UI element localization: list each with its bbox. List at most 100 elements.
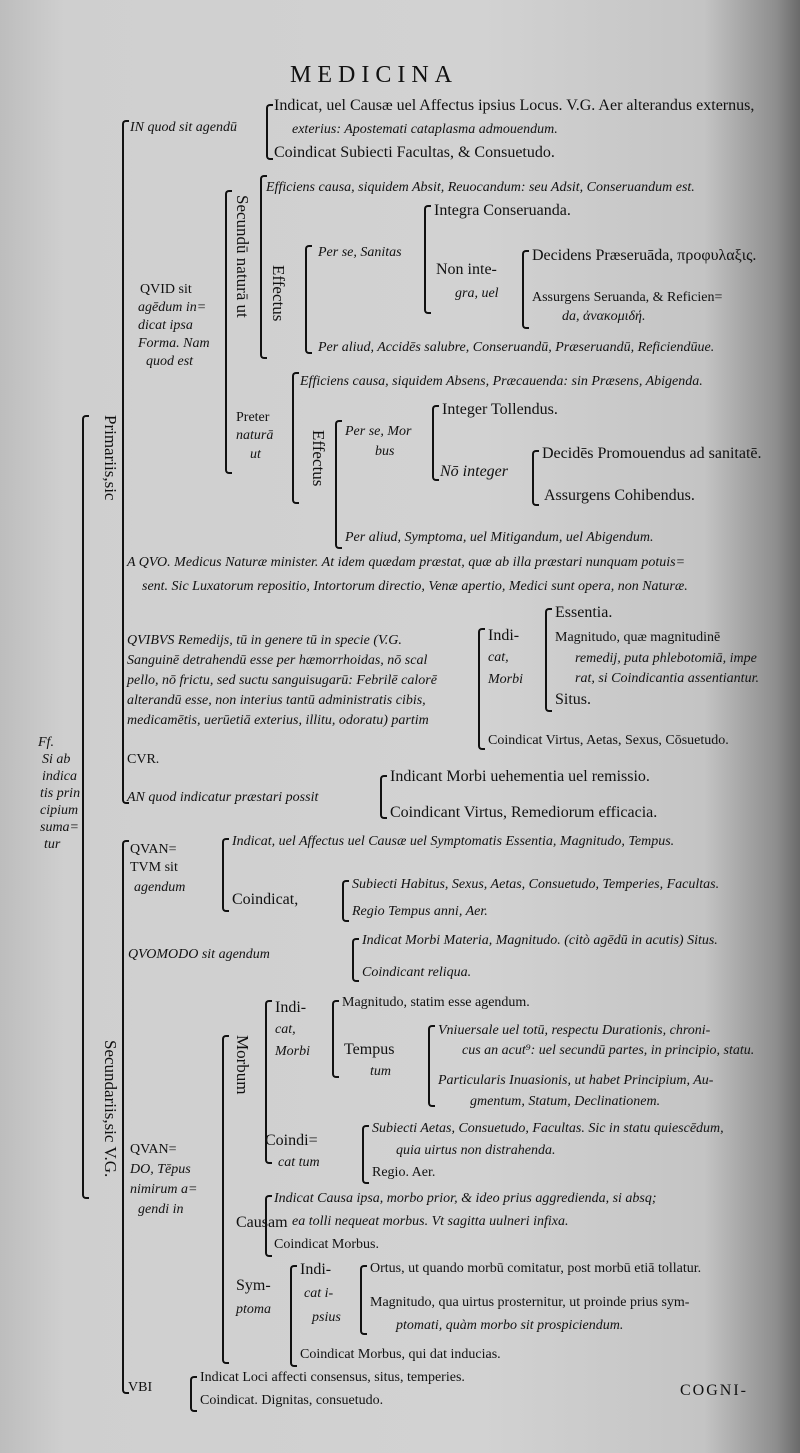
text-line: DO, Tēpus — [130, 1162, 191, 1177]
text-line: Decidēs Promouendus ad sanitatē. — [542, 445, 762, 462]
text-line: ea tolli nequeat morbus. Vt sagitta uuln… — [292, 1214, 569, 1229]
brace — [290, 1265, 297, 1367]
text-line: QVOMODO sit agendum — [128, 947, 270, 962]
text-line: Morbi — [488, 672, 523, 687]
brace — [545, 608, 552, 712]
text-line: remedij, puta phlebotomiā, impe — [575, 651, 757, 666]
text-line: QVAN= — [130, 1142, 177, 1157]
text-line: Magnitudo, qua uirtus prosternitur, ut p… — [370, 1295, 690, 1310]
brace — [222, 838, 229, 912]
text-line: cat tum — [278, 1155, 320, 1170]
text-line: Non inte- — [436, 261, 497, 278]
text-line: agendum — [134, 880, 186, 895]
margin-note: Ff. — [38, 735, 54, 750]
brace — [335, 420, 342, 549]
text-line: Vniuersale uel totū, respectu Durationis… — [438, 1023, 711, 1038]
text-line: tum — [370, 1064, 391, 1079]
text-line: Morbi — [275, 1044, 310, 1059]
brace — [265, 1195, 272, 1257]
text-line: Regio Tempus anni, Aer. — [352, 904, 488, 919]
text-line: ptoma — [236, 1302, 271, 1317]
text-line: Subiecti Aetas, Consuetudo, Facultas. Si… — [372, 1121, 724, 1136]
text-line: cat, — [275, 1022, 296, 1037]
brace-main — [82, 415, 89, 1199]
brace — [478, 628, 485, 750]
text-line: alterandū esse, non interius tantū admin… — [127, 693, 426, 708]
text-line: sent. Sic Luxatorum repositio, Intortoru… — [142, 579, 688, 594]
text-line: Indicat Morbi Materia, Magnitudo. (citò … — [362, 933, 718, 948]
text-line: naturā — [236, 428, 274, 443]
margin-note: suma= — [40, 820, 80, 835]
quid-label: agēdum in= — [138, 300, 207, 315]
text-line: Causam — [236, 1214, 288, 1231]
text-line: Indicat Loci affecti consensus, situs, t… — [200, 1370, 465, 1385]
text-line: Indicat, uel Affectus uel Causæ uel Symp… — [232, 834, 675, 849]
text-line: rat, si Coindicantia assentiantur. — [575, 671, 759, 686]
catchword: COGNI- — [680, 1382, 748, 1399]
text-line: Per aliud, Symptoma, uel Mitigandum, uel… — [345, 530, 654, 545]
text-line: Per aliud, Accidēs salubre, Conseruandū,… — [318, 340, 715, 355]
text-line: gmentum, Statum, Declinationem. — [470, 1094, 661, 1109]
text-line: Per se, Sanitas — [318, 245, 402, 260]
text-line: nimirum a= — [130, 1182, 198, 1197]
brace-primariis — [122, 120, 129, 804]
text-line: Coindicat. Dignitas, consuetudo. — [200, 1393, 384, 1408]
text-line: Nō integer — [440, 463, 508, 480]
text-line: Magnitudo, statim esse agendum. — [342, 995, 530, 1010]
text-line: Subiecti Habitus, Sexus, Aetas, Consuetu… — [352, 877, 720, 892]
text-line: Indi- — [275, 999, 307, 1016]
text-line: Sanguinē detrahendū esse per hæmorrhoida… — [127, 653, 428, 668]
text-line: QVIBVS Remedijs, tū in genere tū in spec… — [127, 633, 402, 648]
primariis-label: Primariis,sic — [101, 415, 120, 501]
text-line: Indi- — [300, 1261, 332, 1278]
text-line: Coindicant Virtus, Remediorum efficacia. — [390, 804, 658, 821]
text-line: AN quod indicatur præstari possit — [127, 790, 319, 805]
text-line: bus — [375, 444, 395, 459]
text-line: Assurgens Seruanda, & Reficien= — [532, 290, 723, 305]
text-line: medicamētis, uerūetiā exterius, illitu, … — [127, 713, 429, 728]
margin-note: indica — [42, 769, 77, 784]
brace — [360, 1265, 367, 1335]
text-line: Coindicant reliqua. — [362, 965, 472, 980]
secundum-naturam-label: Secundū naturā ut — [233, 195, 252, 318]
quid-label: quod est — [146, 354, 194, 369]
text-line: Efficiens causa, siquidem Absit, Reuocan… — [266, 180, 695, 195]
text-line: psius — [312, 1310, 341, 1325]
text-line: Indicat Causa ipsa, morbo prior, & ideo … — [274, 1191, 657, 1206]
text-line: quia uirtus non distrahenda. — [396, 1143, 556, 1158]
text-line: Magnitudo, quæ magnitudinē — [555, 630, 721, 645]
brace — [260, 175, 267, 359]
brace — [428, 1025, 435, 1107]
brace — [222, 1035, 229, 1364]
text-line: Sym- — [236, 1277, 271, 1294]
brace — [342, 880, 349, 922]
brace — [522, 250, 529, 329]
text-line: cat i- — [304, 1286, 334, 1301]
brace — [380, 775, 387, 819]
brace — [424, 205, 431, 314]
text-line: exterius: Apostemati cataplasma admouend… — [292, 122, 558, 137]
text-line: pello, nō frictu, sed suctu sanguisugarū… — [127, 673, 437, 688]
brace — [265, 1000, 272, 1164]
text-line: cus an acut⁹: uel secundū partes, in pri… — [462, 1043, 755, 1058]
text-line: Integra Conseruanda. — [434, 202, 571, 219]
text-line: CVR. — [127, 752, 160, 767]
text-line: A QVO. Medicus Naturæ minister. At idem … — [127, 555, 686, 570]
brace — [225, 190, 232, 474]
text-line: Ortus, ut quando morbū comitatur, post m… — [370, 1261, 702, 1276]
margin-note: cipium — [40, 803, 79, 818]
text-line: Indi- — [488, 627, 520, 644]
text-line: Assurgens Cohibendus. — [544, 487, 695, 504]
text-line: gendi in — [138, 1202, 184, 1217]
brace — [362, 1125, 369, 1184]
text-line: Coindi= — [265, 1132, 318, 1149]
quid-label: QVID sit — [140, 282, 192, 297]
brace-secundariis — [122, 840, 129, 1394]
effectus-label: Effectus — [309, 430, 328, 487]
text-line: Decidens Præseruāda, προφυλαξις. — [532, 247, 757, 264]
text-line: Coindicat Virtus, Aetas, Sexus, Cōsuetud… — [488, 733, 729, 748]
page-title: MEDICINA — [290, 62, 458, 88]
brace — [432, 405, 439, 481]
text-line: gra, uel — [455, 286, 499, 301]
text-line: Tempus — [344, 1041, 395, 1058]
